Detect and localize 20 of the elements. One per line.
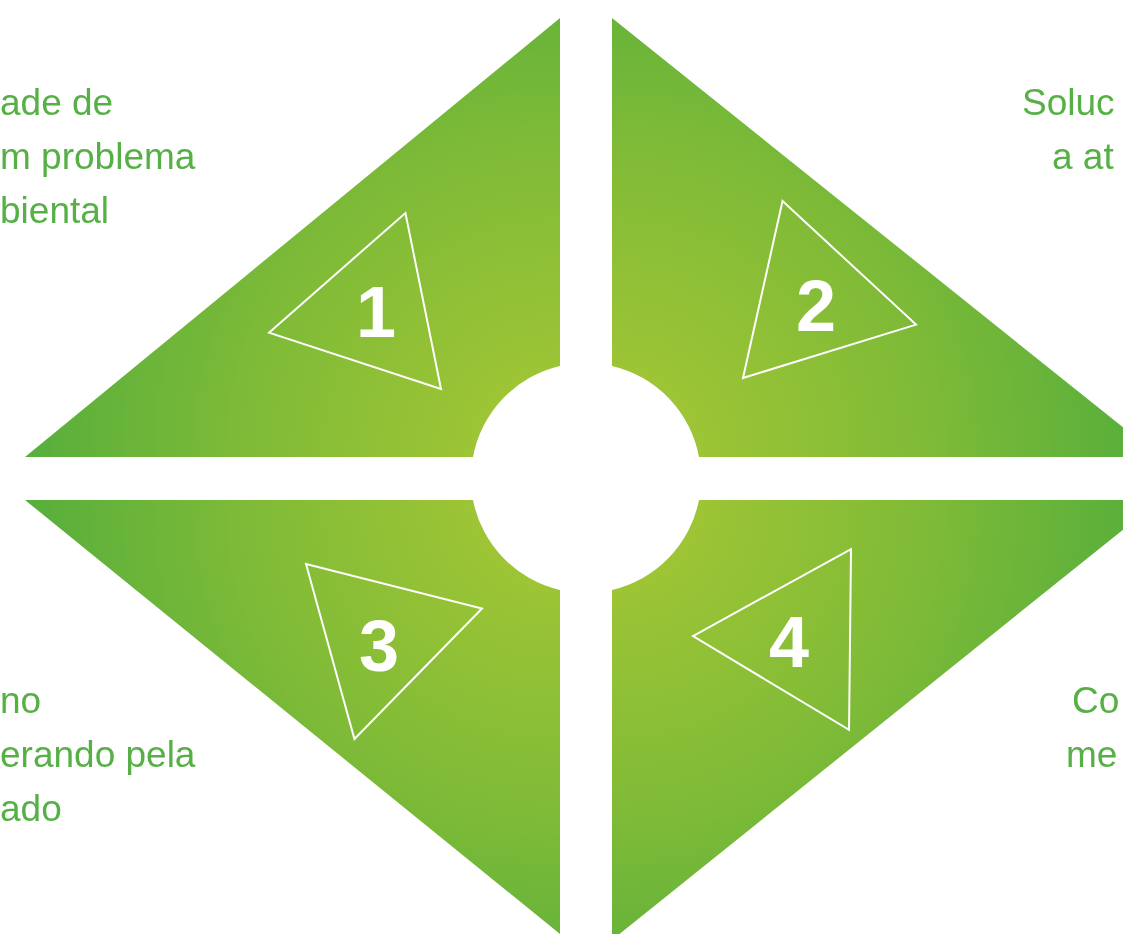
description-text: Soluc bbox=[1022, 84, 1115, 121]
description-text: Co bbox=[1072, 682, 1120, 719]
triangle-outline bbox=[305, 563, 483, 740]
description-text: ade de bbox=[0, 84, 114, 121]
description-text: m problema bbox=[0, 138, 196, 175]
description-text: erando pela bbox=[0, 736, 196, 773]
triangle-segment bbox=[612, 500, 1123, 934]
description-text: no bbox=[0, 682, 42, 719]
step-number: 4 bbox=[769, 606, 809, 678]
description-text: me bbox=[1066, 736, 1118, 773]
triangle-outline bbox=[268, 212, 442, 390]
description-text: a at bbox=[1052, 138, 1114, 175]
step-number: 2 bbox=[796, 270, 836, 342]
triangle-outline bbox=[742, 200, 917, 379]
triangle-segment bbox=[612, 18, 1123, 457]
triangle-outline bbox=[692, 548, 852, 731]
step-number: 3 bbox=[359, 610, 399, 682]
description-text: biental bbox=[0, 192, 110, 229]
step-number: 1 bbox=[356, 276, 396, 348]
description-text: ado bbox=[0, 790, 62, 827]
